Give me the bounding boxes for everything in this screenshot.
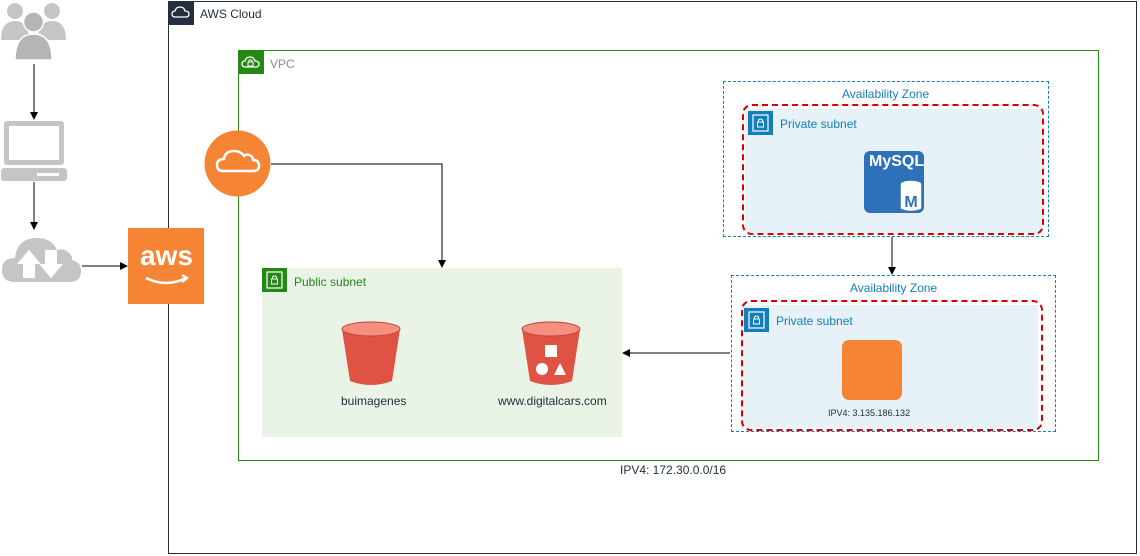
public-subnet-lock-icon bbox=[262, 268, 287, 292]
mysql-icon-text: MySQL bbox=[869, 153, 925, 170]
vpc-cidr: IPV4: 172.30.0.0/16 bbox=[620, 463, 727, 477]
aws-cloud-label: AWS Cloud bbox=[200, 7, 262, 21]
availability-zone-top-label: Availability Zone bbox=[842, 87, 930, 101]
s3-static-website-bucket-icon bbox=[520, 321, 582, 386]
aws-cloud-badge-icon bbox=[168, 1, 194, 25]
private-subnet-bottom-label: Private subnet bbox=[776, 314, 853, 328]
aws-logo-text: aws bbox=[140, 240, 193, 271]
aws-logo-icon bbox=[128, 228, 204, 304]
bucket-name-digitalcars: www.digitalcars.com bbox=[498, 394, 607, 408]
private-subnet-top-label: Private subnet bbox=[780, 117, 857, 131]
private-subnet-top-lock-icon bbox=[748, 111, 773, 135]
users-icon bbox=[0, 0, 67, 64]
highlight-border-top bbox=[742, 104, 1044, 235]
public-subnet-label: Public subnet bbox=[294, 275, 367, 289]
vpc-group bbox=[238, 50, 1099, 461]
private-subnet-bottom-lock-icon bbox=[744, 308, 769, 332]
s3-bucket-icon bbox=[340, 321, 402, 386]
cloud-transfer-icon bbox=[1, 228, 82, 283]
vpc-label: VPC bbox=[270, 57, 295, 71]
availability-zone-bottom-label: Availability Zone bbox=[850, 281, 938, 295]
internet-gateway-icon bbox=[204, 130, 271, 197]
vpc-badge-icon bbox=[238, 50, 264, 74]
ec2-instance-icon bbox=[842, 340, 902, 400]
ec2-instance-ip: IPV4: 3.135.186.132 bbox=[828, 408, 911, 418]
bucket-name-buimagenes: buimagenes bbox=[341, 394, 407, 408]
availability-zone-bottom bbox=[731, 275, 1056, 432]
laptop-icon bbox=[1, 120, 67, 182]
arrow-igw-to-public-subnet bbox=[271, 163, 446, 268]
highlight-border-bottom bbox=[741, 300, 1043, 431]
availability-zone-top bbox=[723, 81, 1049, 237]
svg-text:M: M bbox=[904, 194, 917, 211]
mysql-database-icon: M bbox=[864, 151, 926, 215]
